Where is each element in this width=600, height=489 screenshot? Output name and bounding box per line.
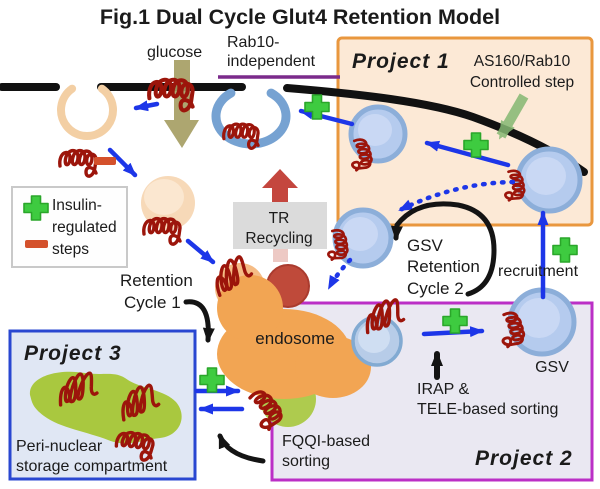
as160-note: AS160/Rab10: [474, 53, 571, 70]
legend-text: Insulin-: [52, 197, 102, 214]
tr-recycling-box: [233, 202, 327, 249]
arrow-to-plasma-fusion: [133, 100, 160, 112]
tr-recycling-arrow-tail: [273, 249, 288, 262]
arrow-gsv-retention-cycle2: [390, 201, 497, 297]
legend-text: regulated: [52, 219, 117, 236]
tr-recycling-arrow-icon: [262, 169, 298, 203]
fusing-vesicle-blue: [211, 88, 291, 149]
fusing-vesicle-peach: [57, 84, 117, 140]
arrow-dotted-gsv-retention: [397, 179, 516, 213]
gsv-vesicle: [507, 287, 577, 357]
gsv-retention-cycle2-label: Cycle 2: [407, 279, 464, 298]
as160-controlled-step-arrow: [496, 93, 529, 140]
rab10-independent-label: independent: [227, 53, 316, 70]
irap-sorting-label: IRAP &: [417, 381, 470, 398]
endosome-label: endosome: [255, 329, 334, 348]
legend-text: steps: [52, 241, 89, 258]
perinuclear-label: storage compartment: [16, 458, 168, 475]
fqqi-sorting-label: sorting: [282, 453, 330, 470]
project2-label: Project 2: [475, 447, 573, 470]
arrow-fqqi-sorting: [217, 433, 266, 464]
arrow-to-endosome: [185, 238, 216, 265]
glucose-label: glucose: [147, 44, 202, 61]
sorting-vesicle-peach: [141, 176, 195, 230]
recruitment-label: recruitment: [498, 263, 579, 280]
sorting-arrows: [183, 201, 497, 464]
arrow-exocytosis: [298, 108, 355, 127]
endosome-body: [215, 263, 371, 427]
perinuclear-label: Peri-nuclear: [16, 438, 103, 455]
minus-icon: [25, 240, 48, 248]
vesicle-blue-b: [515, 146, 583, 214]
fqqi-sorting-label: FQQI-based: [282, 433, 370, 450]
rab10-independent-label: Rab10-: [227, 34, 279, 51]
figure-title: Fig.1 Dual Cycle Glut4 Retention Model: [100, 5, 500, 29]
minus-icon: [94, 157, 116, 165]
arrow-retention-cycle1: [183, 299, 215, 343]
project3-label: Project 3: [24, 342, 122, 365]
arrow-as160-step: [424, 140, 511, 168]
tr-recycling-label: TR: [269, 210, 290, 227]
irap-sorting-label: TELE-based sorting: [417, 401, 558, 418]
plus-icon: [552, 237, 578, 263]
as160-note: Controlled step: [470, 74, 574, 91]
arrow-internalization: [107, 147, 138, 178]
gsv-retention-cycle2-label: GSV: [407, 236, 444, 255]
gsv-label: GSV: [535, 359, 569, 376]
retention-cycle1-label: Cycle 1: [124, 293, 181, 312]
project1-label: Project 1: [352, 50, 450, 73]
plus-icon: [199, 367, 225, 393]
arrow-dotted-to-endosome: [326, 257, 353, 291]
glut4-squiggle: [142, 216, 182, 246]
retention-cycle1-label: Retention: [120, 271, 193, 290]
glut4-squiggle: [58, 148, 98, 178]
gsv-retention-cycle2-label: Retention: [407, 257, 480, 276]
tr-recycling-label: Recycling: [245, 230, 312, 247]
